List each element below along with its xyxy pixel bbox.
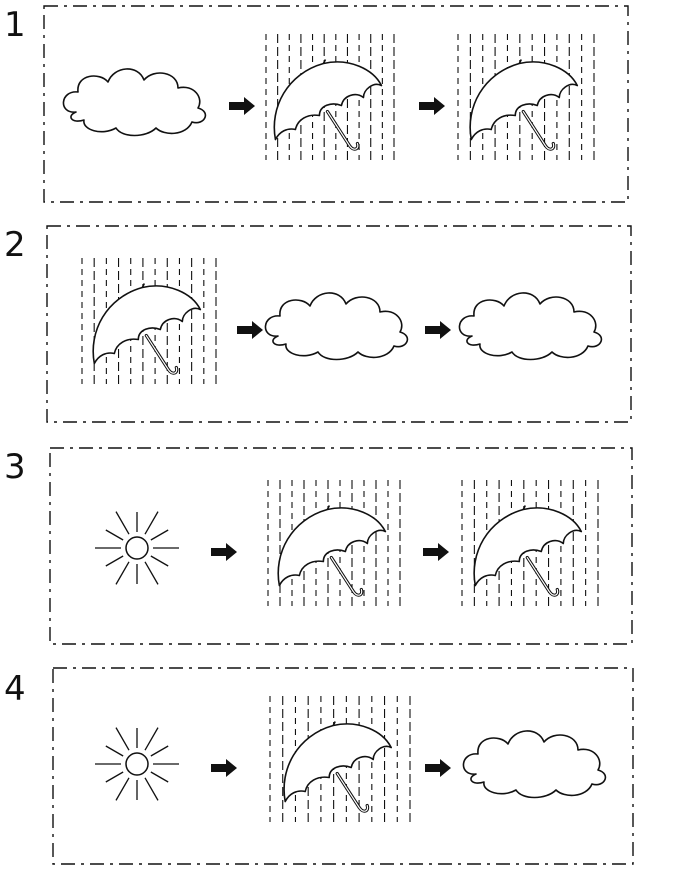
cloud-icon: [458, 292, 603, 361]
arrow-right-icon: [425, 759, 451, 777]
cloud-icon: [264, 292, 409, 361]
row-number-2: 2: [4, 225, 26, 265]
row-number-4: 4: [4, 669, 26, 709]
row-panel-frame: [52, 667, 634, 865]
row-panel-frame: [46, 225, 632, 423]
row-number-1: 1: [4, 5, 26, 45]
sun-icon: [95, 511, 179, 585]
umbrella-icon: [469, 59, 579, 151]
sun-icon: [95, 727, 179, 801]
row-number-3: 3: [4, 447, 26, 487]
umbrella-icon: [277, 505, 387, 597]
rain-umbrella-icon: [457, 34, 595, 160]
arrow-right-icon: [229, 97, 255, 115]
rain-umbrella-icon: [265, 34, 395, 160]
arrow-right-icon: [237, 321, 263, 339]
rain-umbrella-icon: [461, 480, 599, 606]
rain-umbrella-icon: [267, 480, 401, 606]
row-panel-frame: [43, 5, 629, 203]
rain-umbrella-icon: [81, 258, 217, 384]
row-panel-frame: [49, 447, 633, 645]
rain-umbrella-icon: [269, 696, 411, 822]
umbrella-icon: [473, 505, 583, 597]
arrow-right-icon: [419, 97, 445, 115]
cloud-icon: [62, 68, 207, 137]
arrow-right-icon: [211, 759, 237, 777]
cloud-icon: [462, 730, 607, 799]
arrow-right-icon: [425, 321, 451, 339]
umbrella-icon: [92, 283, 202, 375]
arrow-right-icon: [211, 543, 237, 561]
arrow-right-icon: [423, 543, 449, 561]
umbrella-icon: [273, 59, 383, 151]
umbrella-icon: [283, 721, 393, 813]
